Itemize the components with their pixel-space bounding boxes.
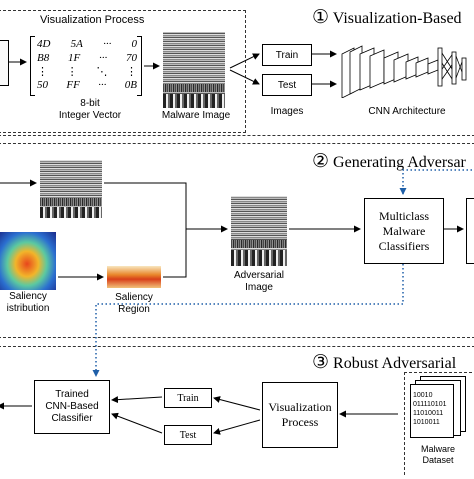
matrix-cell: ··· <box>98 52 108 64</box>
trained-classifier-line: Classifier <box>51 413 93 424</box>
binary-document: 10010 011110101 11010011 1010011 <box>410 384 454 438</box>
section-1-heading: ① Visualization-Based <box>312 6 462 29</box>
adversarial-image-line: Image <box>245 282 273 293</box>
malware-image <box>163 32 225 108</box>
vector-caption-line: Integer Vector <box>58 110 122 121</box>
matrix-cell: 5A <box>70 38 83 50</box>
binary-line: 11010011 <box>413 410 444 417</box>
matrix-row-1: 4D 5A ··· 0 <box>37 38 137 50</box>
adversarial-image-label: Adversarial Image <box>224 270 294 294</box>
matrix-cell: FF <box>66 79 80 91</box>
malware-image-band <box>163 84 225 92</box>
binary-file-icon <box>0 40 9 86</box>
adversarial-image-line: Adversarial <box>233 270 285 281</box>
matrix-cell: B8 <box>37 52 50 64</box>
document-stack-icon: 10010 011110101 11010011 1010011 <box>410 376 468 440</box>
visualization-process-title: Visualization Process <box>40 14 145 26</box>
saliency-region-image <box>107 266 161 288</box>
section-3-title: Robust Adversarial <box>333 355 457 372</box>
saliency-distribution-label: Saliency istribution <box>0 291 58 315</box>
section-2-heading: ② Generating Adversar <box>312 150 466 173</box>
visualization-process-line: Process <box>281 415 319 429</box>
saliency-region-label: Saliency Region <box>104 292 164 316</box>
multiclass-classifier-box: Multiclass Malware Classifiers <box>364 198 444 264</box>
trained-classifier-line: CNN-Based <box>45 401 99 412</box>
matrix-cell: ⋱ <box>96 66 108 78</box>
original-malware-band <box>40 198 102 206</box>
cnn-architecture <box>340 42 470 98</box>
matrix-cell: ··· <box>103 38 112 50</box>
matrix-cell: 0 <box>131 38 138 50</box>
original-malware-image <box>40 160 102 218</box>
integer-matrix: 4D 5A ··· 0 B8 1F ··· 70 ⋮ ⋮ ⋱ ⋮ 50 FF ·… <box>30 36 142 96</box>
matrix-row-4: 50 FF ··· 0B <box>37 79 137 91</box>
saliency-region-line: Region <box>118 304 150 315</box>
matrix-cell: 1F <box>67 52 81 64</box>
malware-dataset-label: Malware Dataset <box>408 444 468 466</box>
classifier-line: Multiclass <box>379 208 429 223</box>
malware-image-bottom <box>163 94 225 108</box>
matrix-right-bracket <box>137 36 142 96</box>
adversarial-image-band <box>231 240 287 248</box>
binary-line: 10010 <box>413 392 433 399</box>
vector-caption-line: 8-bit <box>80 98 100 109</box>
binary-line: 1010011 <box>413 419 440 426</box>
train-box-3: Train <box>164 388 212 408</box>
binary-line: 011110101 <box>413 401 447 408</box>
dataset-line: Dataset <box>422 455 454 465</box>
section-1-title: Visualization-Based <box>332 10 462 27</box>
matrix-cell: 50 <box>37 79 48 91</box>
malware-image-label: Malware Image <box>161 110 231 121</box>
classifier-line: Malware <box>382 223 426 238</box>
dataset-line: Malware <box>420 444 455 454</box>
section-2-title: Generating Adversar <box>333 154 466 171</box>
section-3-number: ③ <box>312 352 330 373</box>
matrix-left-bracket <box>30 36 35 96</box>
matrix-cell: 4D <box>37 38 51 50</box>
matrix-cell: 70 <box>125 52 137 64</box>
adversarial-image <box>231 196 287 266</box>
next-box-edge <box>466 198 474 264</box>
saliency-distribution-line: istribution <box>6 303 50 314</box>
saliency-heatmap <box>0 232 56 290</box>
matrix-cell: ⋮ <box>125 66 137 78</box>
images-label: Images <box>270 106 304 117</box>
test-box: Test <box>262 74 312 96</box>
malware-dataset-frame <box>404 372 474 475</box>
adversarial-image-bottom <box>231 250 287 266</box>
section-2-number: ② <box>312 151 330 172</box>
saliency-region-line: Saliency <box>115 292 153 303</box>
trained-classifier-box: Trained CNN-Based Classifier <box>34 380 110 434</box>
matrix-row-3: ⋮ ⋮ ⋱ ⋮ <box>37 65 137 78</box>
cnn-architecture-label: CNN Architecture <box>368 106 446 117</box>
cnn-architecture-drawing <box>341 45 467 98</box>
vector-caption: 8-bit Integer Vector <box>40 98 140 122</box>
matrix-row-2: B8 1F ··· 70 <box>37 52 137 64</box>
trained-classifier-line: Trained <box>55 389 89 400</box>
matrix-cell: ··· <box>98 79 107 91</box>
matrix-cell: ⋮ <box>66 66 78 78</box>
matrix-cell: ⋮ <box>37 66 48 78</box>
section-1-frame <box>0 0 474 136</box>
section-1-number: ① <box>312 7 330 28</box>
visualization-process-box: Visualization Process <box>262 382 338 448</box>
visualization-process-line: Visualization <box>268 400 332 414</box>
train-box: Train <box>262 44 312 66</box>
section-3-heading: ③ Robust Adversarial <box>312 351 456 374</box>
original-malware-bottom <box>40 207 102 218</box>
test-box-3: Test <box>164 425 212 445</box>
matrix-cell: 0B <box>124 79 137 91</box>
saliency-distribution-line: Saliency <box>9 291 47 302</box>
classifier-line: Classifiers <box>378 238 430 253</box>
